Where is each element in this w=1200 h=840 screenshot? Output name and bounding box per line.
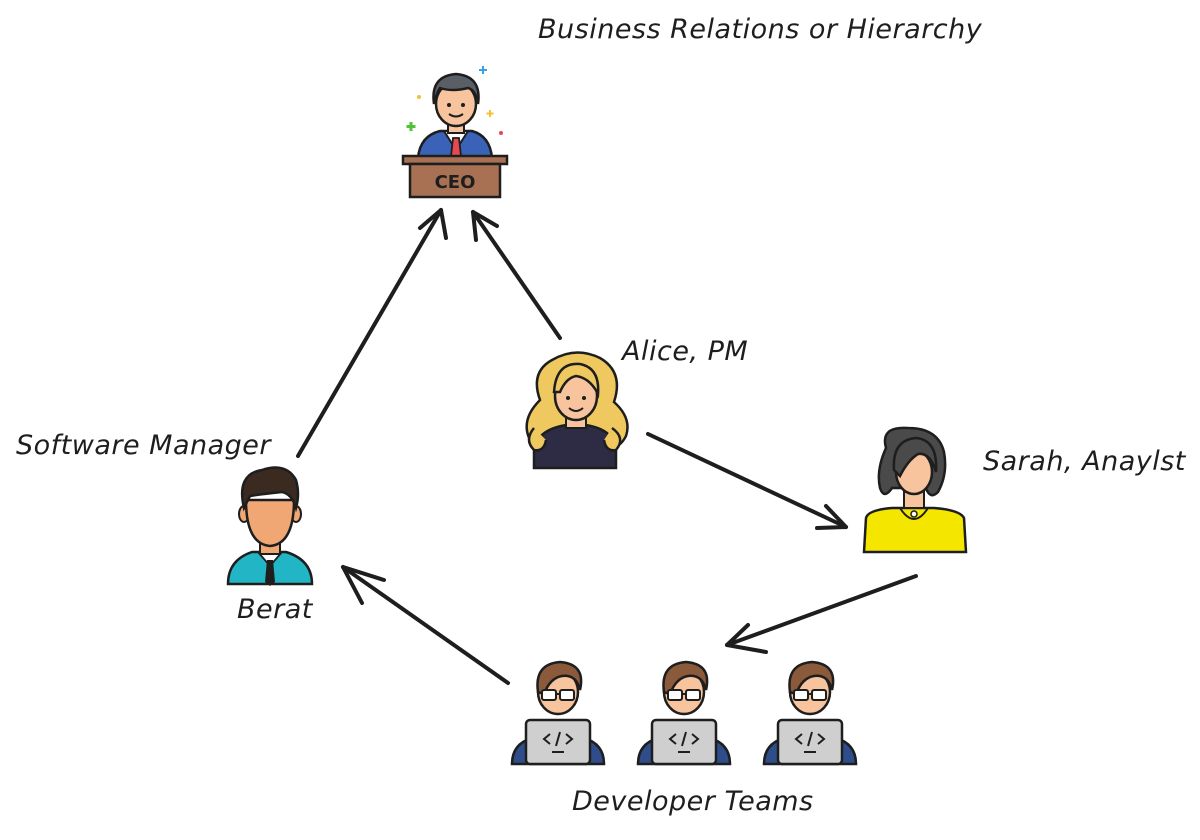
arrow-alice-to-ceo	[471, 210, 562, 340]
arrow-alice-to-sarah	[646, 432, 848, 530]
developer-teams-label: Developer Teams	[572, 786, 814, 817]
developer-icon-3	[762, 660, 858, 766]
developer-icon-1	[510, 660, 606, 766]
arrow-sarah-to-developers	[725, 574, 918, 654]
software-manager-label: Software Manager	[16, 430, 272, 461]
diagram-title: Business Relations or Hierarchy	[538, 14, 983, 45]
developer-icon-2	[636, 660, 732, 766]
alice-label: Alice, PM	[622, 336, 749, 367]
ceo-icon: CEO	[401, 66, 509, 199]
berat-avatar-icon	[226, 466, 314, 586]
arrow-developers-to-berat	[341, 565, 510, 685]
alice-avatar-icon	[525, 351, 629, 470]
sarah-avatar-icon	[862, 426, 968, 554]
arrow-berat-to-ceo	[296, 208, 448, 458]
berat-name-label: Berat	[237, 594, 313, 625]
sarah-label: Sarah, Anaylst	[983, 446, 1186, 477]
sparkle-icons	[406, 66, 503, 135]
ceo-podium-label: CEO	[435, 172, 476, 193]
